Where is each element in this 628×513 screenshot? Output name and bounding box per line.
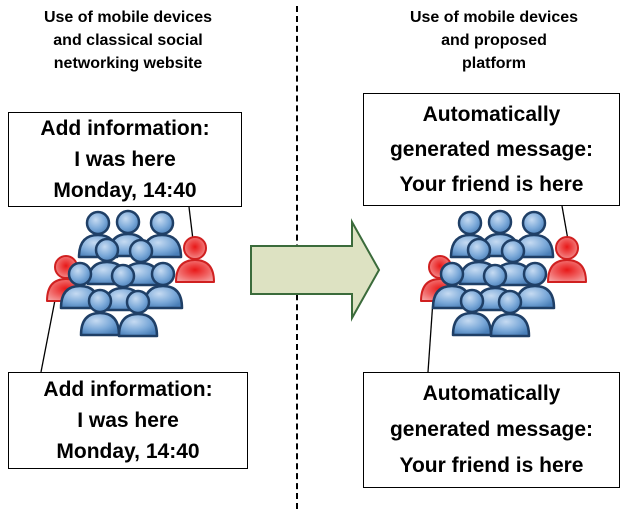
right-bottom-connector bbox=[427, 299, 434, 373]
right-top-message-box: Automatically generated message: Your fr… bbox=[363, 93, 620, 206]
left-bottom-info-box: Add information: I was here Monday, 14:4… bbox=[8, 372, 248, 469]
right-bottom-message-box: Automatically generated message: Your fr… bbox=[363, 372, 620, 488]
right-top-connector bbox=[561, 205, 569, 241]
left-bottom-connector bbox=[40, 299, 56, 373]
right-top-message-text: Automatically generated message: Your fr… bbox=[389, 103, 594, 196]
right-arrow-icon bbox=[250, 218, 381, 322]
left-people-crowd-icon bbox=[46, 209, 215, 338]
left-top-info-text: Add information: I was here Monday, 14:4… bbox=[40, 117, 210, 202]
left-top-connector bbox=[188, 206, 194, 241]
left-top-info-box: Add information: I was here Monday, 14:4… bbox=[8, 112, 242, 207]
left-heading: Use of mobile devices and classical soci… bbox=[43, 9, 213, 72]
right-bottom-message-text: Automatically generated message: Your fr… bbox=[389, 382, 594, 477]
right-heading: Use of mobile devices and proposed platf… bbox=[409, 9, 579, 72]
left-bottom-info-text: Add information: I was here Monday, 14:4… bbox=[43, 378, 213, 463]
right-people-crowd-icon bbox=[420, 209, 587, 338]
